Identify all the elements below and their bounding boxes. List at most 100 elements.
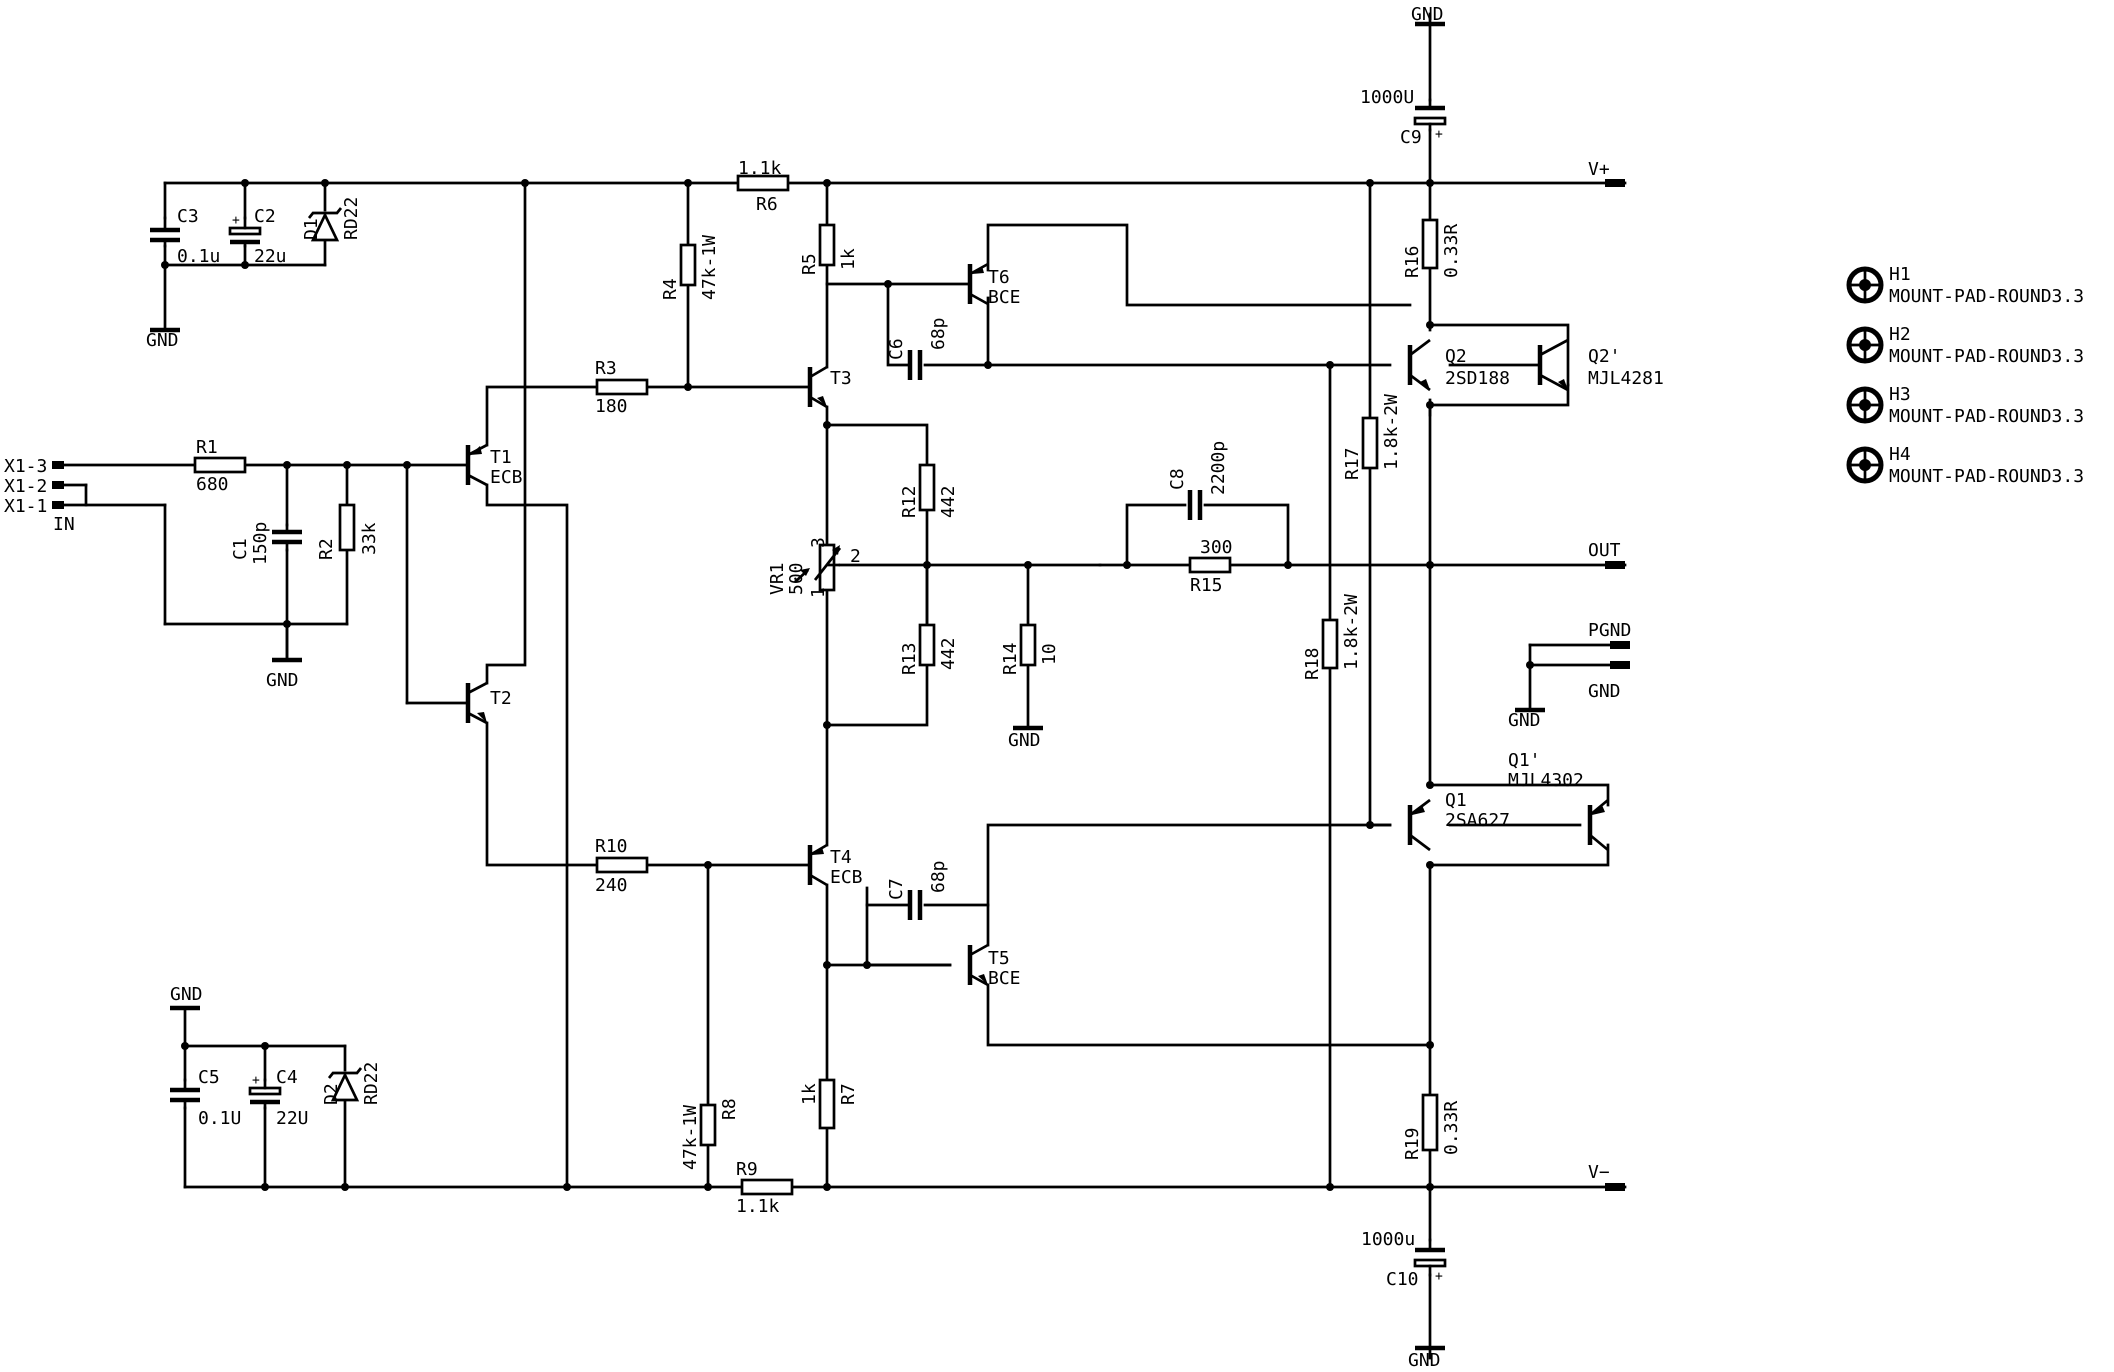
zener-d2: D2 RD22 (321, 1062, 382, 1105)
svg-text:D2: D2 (321, 1083, 342, 1105)
svg-text:MOUNT-PAD-ROUND3.3: MOUNT-PAD-ROUND3.3 (1889, 346, 2084, 367)
svg-text:Q2: Q2 (1445, 346, 1467, 367)
svg-text:RD22: RD22 (361, 1062, 382, 1105)
svg-text:10: 10 (1039, 643, 1060, 665)
svg-text:MOUNT-PAD-ROUND3.3: MOUNT-PAD-ROUND3.3 (1889, 406, 2084, 427)
svg-text:2: 2 (850, 546, 861, 567)
svg-text:+: + (232, 213, 240, 228)
svg-text:22U: 22U (276, 1108, 309, 1129)
svg-text:300: 300 (1200, 537, 1233, 558)
svg-text:2SA627: 2SA627 (1445, 810, 1510, 831)
transistor-t2: T2 (465, 681, 512, 725)
capacitor-c5: C50.1U (170, 1067, 241, 1129)
svg-text:680: 680 (196, 474, 229, 495)
svg-text:C7: C7 (886, 878, 907, 900)
svg-text:2SD188: 2SD188 (1445, 368, 1510, 389)
svg-text:C3: C3 (177, 206, 199, 227)
svg-text:180: 180 (595, 396, 628, 417)
svg-text:442: 442 (938, 637, 959, 670)
svg-text:0.33R: 0.33R (1441, 224, 1462, 278)
svg-text:2200p: 2200p (1208, 441, 1229, 495)
gnd-c10: GND (1408, 1345, 1445, 1371)
svg-text:+: + (252, 1073, 260, 1088)
x1-3-label: X1-3 (4, 456, 47, 477)
vminus-label: V− (1588, 1162, 1610, 1183)
svg-text:VR1: VR1 (767, 562, 788, 595)
svg-text:MJL4281: MJL4281 (1588, 368, 1664, 389)
svg-text:R19: R19 (1402, 1127, 1423, 1160)
svg-text:BCE: BCE (988, 287, 1021, 308)
potentiometer-vr1: VR1 500 1 3 2 (767, 537, 861, 598)
capacitor-c8: C8 2200p (1167, 441, 1229, 520)
svg-text:150p: 150p (250, 522, 271, 565)
resistor-r14: R14 10 (1000, 623, 1060, 675)
svg-text:R4: R4 (660, 278, 681, 300)
svg-text:1.1k: 1.1k (738, 158, 782, 179)
vplus-label: V+ (1588, 159, 1610, 180)
capacitor-c1: C1 150p (230, 522, 302, 565)
svg-text:T4: T4 (830, 847, 852, 868)
resistor-r5: R5 1k (799, 223, 859, 275)
svg-text:R13: R13 (899, 642, 920, 675)
svg-text:T3: T3 (830, 368, 852, 389)
svg-text:C8: C8 (1167, 468, 1188, 490)
svg-text:D1: D1 (301, 218, 322, 240)
pgnd-label: PGND (1588, 620, 1631, 641)
ground-symbols: GND GND GND GND GND GND GND (146, 4, 1545, 1371)
svg-text:R9: R9 (736, 1159, 758, 1180)
svg-text:Q1': Q1' (1508, 750, 1541, 771)
svg-text:1.1k: 1.1k (736, 1196, 780, 1217)
junction-dots (161, 179, 1534, 1191)
svg-text:+: + (1435, 127, 1443, 142)
svg-text:33k: 33k (359, 522, 380, 555)
resistor-r12: R12 442 (899, 463, 959, 518)
svg-text:1k: 1k (799, 1083, 820, 1105)
svg-text:RD22: RD22 (341, 197, 362, 240)
svg-text:R3: R3 (595, 358, 617, 379)
gnd-c9: GND (1411, 4, 1445, 27)
svg-text:1.8k-2W: 1.8k-2W (1381, 394, 1402, 470)
svg-text:R5: R5 (799, 253, 820, 275)
svg-text:1.8k-2W: 1.8k-2W (1341, 594, 1362, 670)
gnd-label-right: GND (1588, 681, 1621, 702)
gnd-r14: GND (1008, 725, 1043, 751)
svg-text:47k-1W: 47k-1W (680, 1105, 701, 1170)
diodes: D1 RD22 D2 RD22 (301, 197, 382, 1105)
svg-text:R14: R14 (1000, 642, 1021, 675)
svg-text:68p: 68p (928, 317, 949, 350)
resistor-r9: R9 1.1k (736, 1159, 794, 1217)
svg-text:H2: H2 (1889, 324, 1911, 345)
svg-text:MOUNT-PAD-ROUND3.3: MOUNT-PAD-ROUND3.3 (1889, 466, 2084, 487)
out-label: OUT (1588, 540, 1621, 561)
svg-text:R17: R17 (1342, 447, 1363, 480)
resistor-r19: R19 0.33R (1402, 1093, 1462, 1160)
resistor-r8: 47k-1W R8 (680, 1098, 740, 1170)
svg-text:1: 1 (808, 587, 829, 598)
resistor-r16: R16 0.33R (1402, 218, 1462, 278)
in-label: IN (53, 514, 75, 535)
svg-text:Q1: Q1 (1445, 790, 1467, 811)
svg-text:R1: R1 (196, 437, 218, 458)
svg-text:H1: H1 (1889, 264, 1911, 285)
resistor-r7: 1k R7 (799, 1078, 859, 1130)
wires (60, 12, 1627, 1360)
svg-text:0.33R: 0.33R (1441, 1101, 1462, 1155)
svg-text:Q2': Q2' (1588, 346, 1621, 367)
svg-text:ECB: ECB (830, 867, 863, 888)
zener-d1: D1 RD22 (301, 197, 362, 242)
svg-text:47k-1W: 47k-1W (699, 235, 720, 300)
svg-text:ECB: ECB (490, 467, 523, 488)
svg-text:T6: T6 (988, 267, 1010, 288)
x1-1-label: X1-1 (4, 496, 47, 517)
svg-text:1000U: 1000U (1360, 87, 1414, 108)
svg-text:68p: 68p (928, 860, 949, 893)
svg-text:0.1U: 0.1U (198, 1108, 241, 1129)
